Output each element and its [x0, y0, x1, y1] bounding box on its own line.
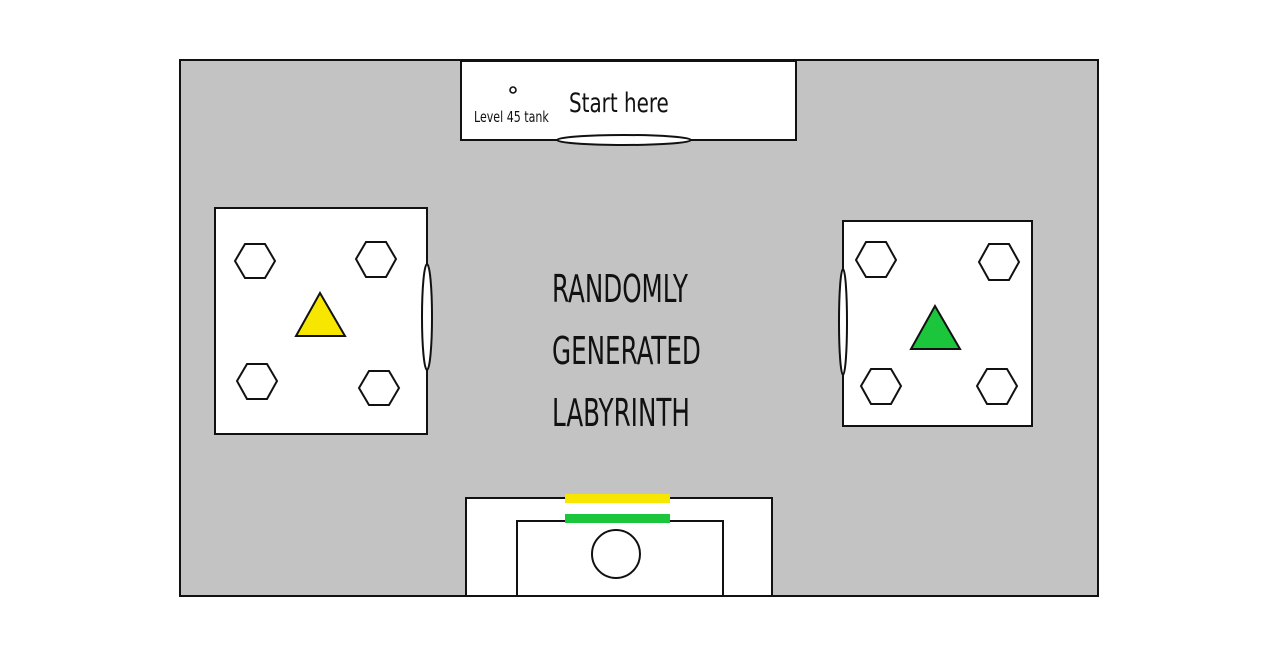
green-key-bar — [565, 514, 670, 523]
start-here-label: Start here — [569, 88, 669, 119]
right-room-door — [838, 268, 848, 376]
yellow-key-bar — [565, 494, 670, 503]
labyrinth-label-line: GENERATED — [552, 329, 701, 373]
right-room-hexagon-icon — [975, 368, 1019, 405]
green-triangle-icon — [909, 303, 962, 350]
left-room-hexagon-icon — [357, 370, 401, 406]
tank-level-label: Level 45 tank — [474, 108, 549, 126]
goal-circle-icon — [591, 529, 641, 579]
right-room-hexagon-icon — [859, 368, 903, 405]
left-room-door — [421, 263, 433, 371]
labyrinth-label: RANDOMLY GENERATED LABYRINTH — [552, 258, 701, 444]
tank-spawn-icon — [509, 86, 517, 94]
labyrinth-label-line: LABYRINTH — [552, 391, 690, 435]
start-room — [460, 60, 797, 141]
left-room-hexagon-icon — [354, 241, 398, 278]
right-room-hexagon-icon — [977, 243, 1021, 281]
start-room-door — [556, 134, 692, 146]
yellow-triangle-icon — [294, 290, 347, 337]
labyrinth-label-line: RANDOMLY — [552, 267, 688, 311]
right-room-hexagon-icon — [854, 241, 898, 278]
left-room-hexagon-icon — [233, 243, 277, 279]
left-room-hexagon-icon — [235, 363, 279, 400]
